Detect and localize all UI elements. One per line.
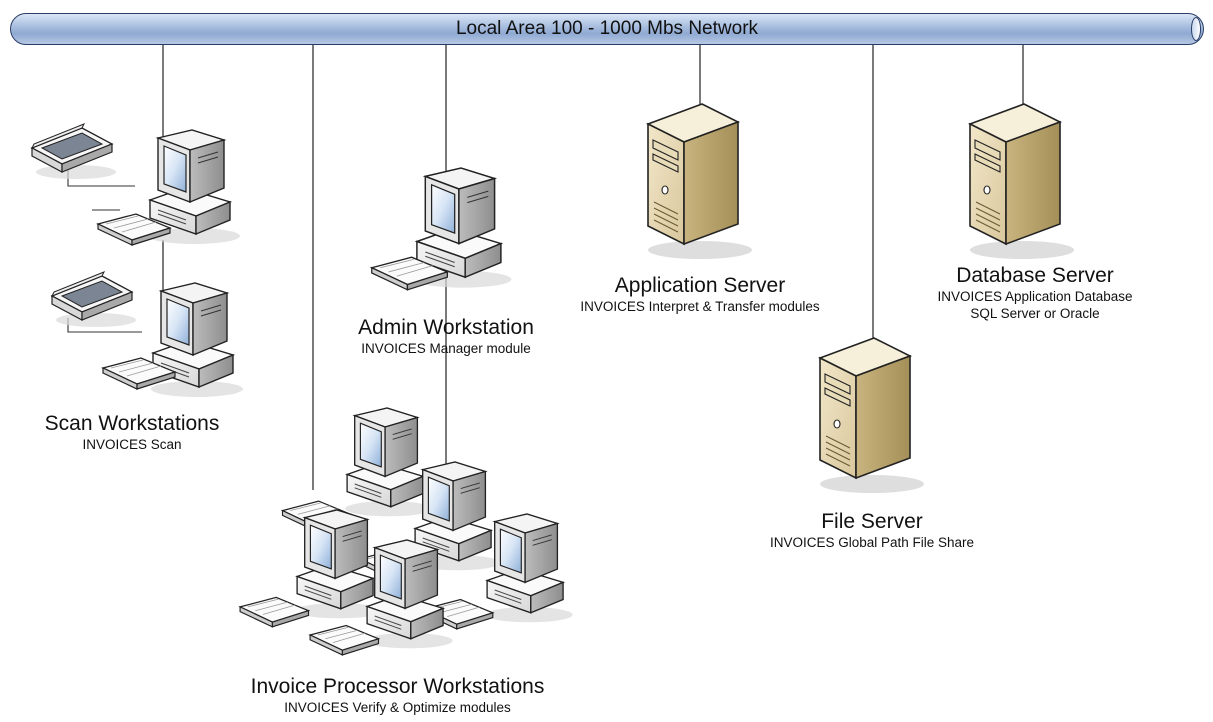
application-server-label: Application Server INVOICES Interpret & … <box>550 274 850 315</box>
workstation-icon <box>280 407 433 532</box>
scanner-icon <box>50 271 136 327</box>
node-title: Scan Workstations <box>44 412 220 435</box>
network-bus: Local Area 100 - 1000 Mbs Network <box>10 13 1204 45</box>
admin-workstation-label: Admin Workstation INVOICES Manager modul… <box>334 316 558 357</box>
network-label: Local Area 100 - 1000 Mbs Network <box>455 18 759 39</box>
node-line: INVOICES Interpret & Transfer modules <box>580 299 820 314</box>
server-icon <box>645 103 752 259</box>
file-server-label: File Server INVOICES Global Path File Sh… <box>742 510 1002 551</box>
node-title: Invoice Processor Workstations <box>250 675 545 698</box>
node-line: INVOICES Application Database <box>937 289 1133 304</box>
workstation-icon <box>101 282 243 397</box>
keyboard-icon <box>238 596 311 628</box>
server-icon <box>967 103 1074 259</box>
node-line: INVOICES Manager module <box>361 341 531 356</box>
scanner-icon <box>30 123 116 179</box>
network-bus-end-cap <box>1191 17 1201 41</box>
node-title: Database Server <box>956 264 1114 287</box>
node-title: Admin Workstation <box>358 316 534 339</box>
scan-workstations-label: Scan Workstations INVOICES Scan <box>22 412 242 453</box>
node-title: File Server <box>821 510 923 533</box>
workstation-icon <box>308 539 453 656</box>
server-icon <box>817 337 924 493</box>
workstation-icon <box>238 509 383 628</box>
database-server-label: Database Server INVOICES Application Dat… <box>910 264 1160 322</box>
invoice-processor-label: Invoice Processor Workstations INVOICES … <box>210 675 585 716</box>
keyboard-icon <box>101 357 177 390</box>
keyboard-icon <box>369 256 450 291</box>
workstation-icon <box>369 167 512 291</box>
node-line: SQL Server or Oracle <box>970 306 1100 321</box>
workstation-icon <box>422 513 573 630</box>
node-line: INVOICES Verify & Optimize modules <box>284 700 511 715</box>
node-line: INVOICES Global Path File Share <box>769 535 975 550</box>
workstation-icon <box>96 129 240 246</box>
keyboard-icon <box>96 213 172 246</box>
node-line: INVOICES Scan <box>82 437 182 452</box>
keyboard-icon <box>308 624 381 656</box>
node-title: Application Server <box>614 274 786 297</box>
